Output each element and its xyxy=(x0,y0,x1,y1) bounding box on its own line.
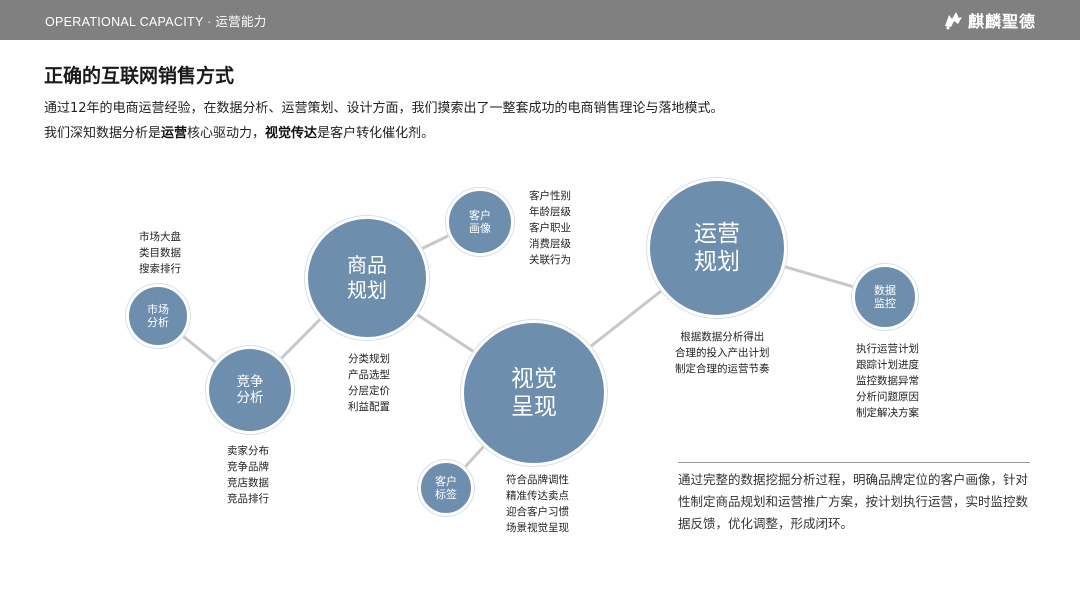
list-item: 卖家分布 xyxy=(227,445,269,457)
node-data-monitoring[interactable]: 数据 监控 xyxy=(852,264,918,330)
intro-line-2: 我们深知数据分析是运营核心驱动力，视觉传达是客户转化催化剂。 xyxy=(44,122,434,141)
list-item: 客户性别 xyxy=(529,190,571,202)
list-item: 精准传达卖点 xyxy=(506,490,569,502)
list-product: 分类规划 产品选型 分层定价 利益配置 xyxy=(348,351,390,415)
list-item: 产品选型 xyxy=(348,369,390,381)
list-item: 利益配置 xyxy=(348,401,390,413)
intro-emphasis-visual: 视觉传达 xyxy=(265,126,318,141)
list-item: 跟踪计划进度 xyxy=(856,359,919,371)
list-item: 年龄层级 xyxy=(529,206,571,218)
intro-text: 是客户转化催化剂。 xyxy=(317,126,435,141)
node-label: 商品 规划 xyxy=(347,253,387,302)
list-item: 消费层级 xyxy=(529,238,571,250)
list-item: 合理的投入产出计划 xyxy=(675,347,770,359)
node-operation-planning[interactable]: 运营 规划 xyxy=(647,178,787,318)
node-visual-presentation[interactable]: 视觉 呈现 xyxy=(461,320,607,466)
list-item: 竞品排行 xyxy=(227,493,269,505)
section-label: OPERATIONAL CAPACITY · 运营能力 xyxy=(45,15,267,29)
page-title: 正确的互联网销售方式 xyxy=(44,65,235,87)
node-competition-analysis[interactable]: 竞争 分析 xyxy=(206,346,294,434)
summary-text: 通过完整的数据挖掘分析过程，明确品牌定位的客户画像，针对性制定商品规划和运营推广… xyxy=(678,462,1030,535)
node-product-planning[interactable]: 商品 规划 xyxy=(305,216,429,340)
list-operation: 根据数据分析得出 合理的投入产出计划 制定合理的运营节奏 xyxy=(675,329,770,377)
list-item: 类目数据 xyxy=(139,247,181,259)
list-monitor: 执行运营计划 跟踪计划进度 监控数据异常 分析问题原因 制定解决方案 xyxy=(856,341,919,421)
node-label: 运营 规划 xyxy=(694,221,740,275)
header-bar: OPERATIONAL CAPACITY · 运营能力 麒麟聖德 xyxy=(0,0,1080,40)
brand-logo[interactable]: 麒麟聖德 xyxy=(942,9,1036,31)
list-item: 监控数据异常 xyxy=(856,375,919,387)
list-item: 客户职业 xyxy=(529,222,571,234)
list-item: 执行运营计划 xyxy=(856,343,919,355)
intro-line-1: 通过12年的电商运营经验，在数据分析、运营策划、设计方面，我们摸索出了一整套成功… xyxy=(44,101,724,116)
node-label: 视觉 呈现 xyxy=(511,366,557,420)
list-item: 迎合客户习惯 xyxy=(506,506,569,518)
intro-emphasis-operation: 运营 xyxy=(161,126,188,141)
list-item: 分析问题原因 xyxy=(856,391,919,403)
node-label: 市场 分析 xyxy=(147,303,169,329)
intro-text: 核心驱动力， xyxy=(187,126,266,141)
list-item: 场景视觉呈现 xyxy=(506,522,569,534)
list-item: 竞争品牌 xyxy=(227,461,269,473)
list-item: 竞店数据 xyxy=(227,477,269,489)
list-item: 根据数据分析得出 xyxy=(680,331,765,343)
list-market: 市场大盘 类目数据 搜索排行 xyxy=(139,229,181,277)
logo-text: 麒麟聖德 xyxy=(967,12,1036,31)
list-item: 制定解决方案 xyxy=(856,407,919,419)
node-customer-portrait[interactable]: 客户 画像 xyxy=(446,188,514,256)
list-item: 关联行为 xyxy=(529,254,571,266)
node-label: 客户 标签 xyxy=(435,475,457,501)
node-label: 竞争 分析 xyxy=(236,374,264,406)
list-item: 制定合理的运营节奏 xyxy=(675,363,770,375)
node-market-analysis[interactable]: 市场 分析 xyxy=(126,284,190,348)
list-item: 市场大盘 xyxy=(139,231,181,243)
list-item: 符合品牌调性 xyxy=(506,474,569,486)
list-visual: 符合品牌调性 精准传达卖点 迎合客户习惯 场景视觉呈现 xyxy=(506,472,569,536)
intro-text: 我们深知数据分析是 xyxy=(44,126,162,141)
list-competition: 卖家分布 竞争品牌 竞店数据 竞品排行 xyxy=(227,443,269,507)
node-label: 客户 画像 xyxy=(469,209,491,235)
list-item: 分层定价 xyxy=(348,385,390,397)
list-item: 搜索排行 xyxy=(139,263,181,275)
list-item: 分类规划 xyxy=(348,353,390,365)
node-customer-tag[interactable]: 客户 标签 xyxy=(418,460,474,516)
node-label: 数据 监控 xyxy=(874,284,896,310)
qilin-logo-icon xyxy=(944,12,962,30)
list-customer-portrait: 客户性别 年龄层级 客户职业 消费层级 关联行为 xyxy=(529,188,571,268)
